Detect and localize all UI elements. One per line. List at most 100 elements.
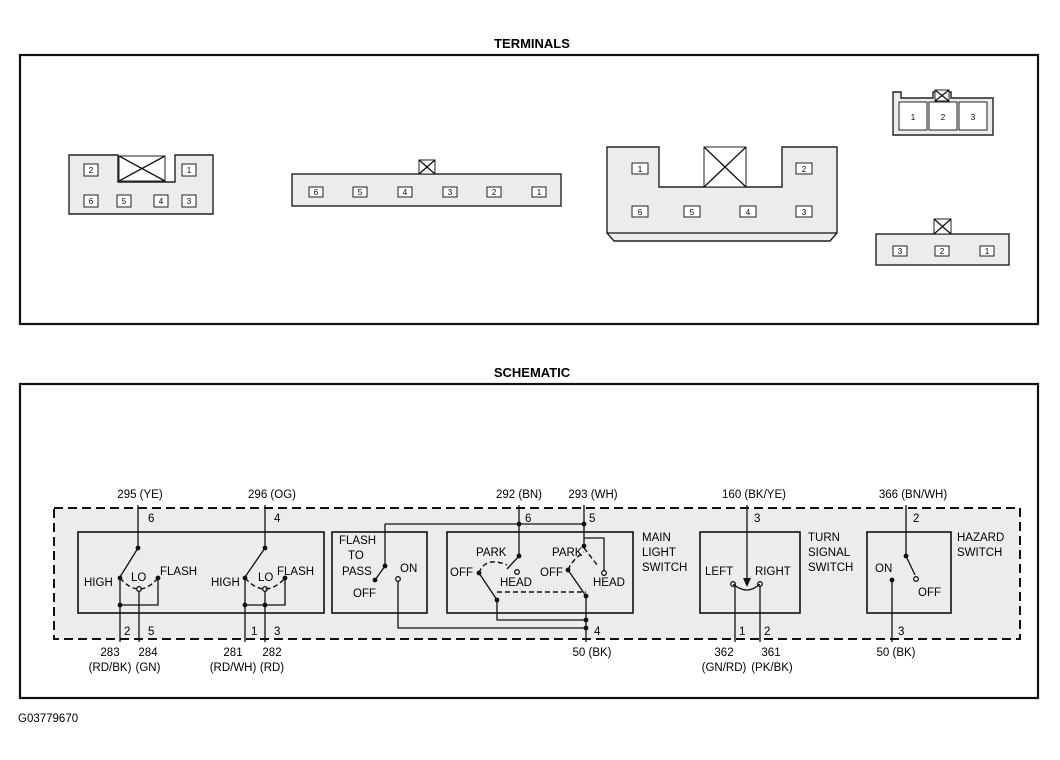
svg-text:LEFT: LEFT	[705, 566, 733, 578]
svg-text:(GN/RD): (GN/RD)	[702, 662, 747, 674]
wire-label-362: 362	[714, 647, 733, 659]
wire-label-293: 293 (WH)	[568, 489, 617, 501]
svg-text:SWITCH: SWITCH	[957, 547, 1002, 559]
svg-text:2: 2	[492, 188, 497, 197]
svg-text:LO: LO	[258, 572, 273, 584]
wire-label-296: 296 (OG)	[248, 489, 296, 501]
pin-number: 6	[525, 513, 531, 525]
svg-text:4: 4	[159, 197, 164, 206]
svg-text:OFF: OFF	[540, 567, 563, 579]
svg-text:5: 5	[122, 197, 127, 206]
pin-number: 3	[754, 513, 760, 525]
terminals-title: TERMINALS	[494, 36, 570, 51]
svg-text:HEAD: HEAD	[500, 577, 532, 589]
svg-text:OFF: OFF	[450, 567, 473, 579]
wire-label-282: 282	[262, 647, 281, 659]
svg-text:2: 2	[941, 113, 946, 122]
svg-text:1: 1	[537, 188, 542, 197]
svg-text:1: 1	[739, 626, 745, 638]
svg-text:4: 4	[746, 208, 751, 217]
svg-text:TURN: TURN	[808, 532, 840, 544]
svg-text:OFF: OFF	[353, 588, 376, 600]
main-light-switch: PARK PARK OFF OFF HEAD HEAD MAIN LIGHT S…	[450, 505, 687, 659]
svg-text:1: 1	[985, 247, 990, 256]
svg-text:HAZARD: HAZARD	[957, 532, 1004, 544]
figure-id: G03779670	[18, 713, 78, 725]
dimmer-switch-1: HIGH LO FLASH	[84, 505, 197, 638]
flash-to-pass-switch: FLASH TO PASS ON OFF	[339, 523, 586, 629]
dimmer-switch-2: HIGH LO FLASH	[211, 505, 314, 638]
pin-number: 5	[589, 513, 595, 525]
pin-number: 4	[274, 513, 281, 525]
pin-number: 2	[124, 626, 130, 638]
svg-text:TO: TO	[348, 550, 364, 562]
svg-text:2: 2	[802, 165, 807, 174]
wire-label-283: 283	[100, 647, 119, 659]
svg-text:6: 6	[89, 197, 94, 206]
svg-text:6: 6	[638, 208, 643, 217]
wire-color: (RD)	[260, 662, 284, 674]
svg-text:3: 3	[187, 197, 192, 206]
svg-text:ON: ON	[400, 563, 417, 575]
connector-d: 1 2 3	[892, 89, 994, 136]
schematic-title: SCHEMATIC	[494, 365, 571, 380]
wire-label-281: 281	[223, 647, 242, 659]
svg-text:FLASH: FLASH	[339, 535, 376, 547]
svg-text:ON: ON	[875, 563, 892, 575]
wire-label-295: 295 (YE)	[117, 489, 163, 501]
ground-label: 50 (BK)	[573, 647, 612, 659]
svg-text:3: 3	[898, 247, 903, 256]
pin-number: 3	[274, 626, 280, 638]
svg-text:4: 4	[403, 188, 408, 197]
svg-text:OFF: OFF	[918, 587, 941, 599]
svg-text:1: 1	[638, 165, 643, 174]
dimmer-switch-box	[77, 531, 325, 614]
svg-text:LIGHT: LIGHT	[642, 547, 676, 559]
turn-signal-switch: LEFT RIGHT TURN SIGNAL SWITCH 1 2 362 36…	[702, 505, 853, 674]
svg-text:MAIN: MAIN	[642, 532, 671, 544]
svg-text:HEAD: HEAD	[593, 577, 625, 589]
svg-text:PARK: PARK	[552, 547, 583, 559]
connector-c: 1 2 6 5 4 3	[606, 146, 838, 242]
svg-text:HIGH: HIGH	[211, 577, 240, 589]
pin-number: 1	[251, 626, 257, 638]
svg-text:FLASH: FLASH	[277, 566, 314, 578]
pin-number: 6	[148, 513, 154, 525]
svg-text:SIGNAL: SIGNAL	[808, 547, 851, 559]
svg-text:HIGH: HIGH	[84, 577, 113, 589]
wire-label-292: 292 (BN)	[496, 489, 542, 501]
svg-text:3: 3	[971, 113, 976, 122]
svg-text:(PK/BK): (PK/BK)	[751, 662, 793, 674]
terminals-frame	[18, 53, 1040, 326]
svg-text:4: 4	[594, 626, 601, 638]
hazard-switch-box	[866, 531, 952, 614]
svg-text:1: 1	[911, 113, 916, 122]
svg-text:5: 5	[358, 188, 363, 197]
wire-label-366: 366 (BN/WH)	[879, 489, 948, 501]
connector-b: 6 5 4 3 2 1	[291, 159, 562, 207]
wire-color: (RD/BK)	[89, 662, 132, 674]
svg-text:FLASH: FLASH	[160, 566, 197, 578]
svg-text:PARK: PARK	[476, 547, 507, 559]
hazard-switch: ON OFF HAZARD SWITCH 3 50 (BK)	[875, 505, 1004, 659]
connector-e: 3 2 1	[875, 218, 1010, 266]
wire-label-361: 361	[761, 647, 780, 659]
svg-text:RIGHT: RIGHT	[755, 566, 791, 578]
svg-text:6: 6	[314, 188, 319, 197]
turn-signal-switch-box	[699, 531, 801, 614]
flash-to-pass-box	[331, 531, 428, 614]
wire-label-160: 160 (BK/YE)	[722, 489, 786, 501]
svg-text:LO: LO	[131, 572, 146, 584]
svg-text:2: 2	[89, 166, 94, 175]
wire-label-284: 284	[138, 647, 158, 659]
svg-text:PASS: PASS	[342, 566, 372, 578]
svg-text:3: 3	[802, 208, 807, 217]
svg-text:1: 1	[187, 166, 192, 175]
svg-text:SWITCH: SWITCH	[808, 562, 853, 574]
ground-label: 50 (BK)	[877, 647, 916, 659]
svg-text:3: 3	[898, 626, 904, 638]
wire-color: (GN)	[136, 662, 161, 674]
connector-a: 2 1 6 5 4 3	[68, 154, 214, 215]
svg-text:3: 3	[448, 188, 453, 197]
